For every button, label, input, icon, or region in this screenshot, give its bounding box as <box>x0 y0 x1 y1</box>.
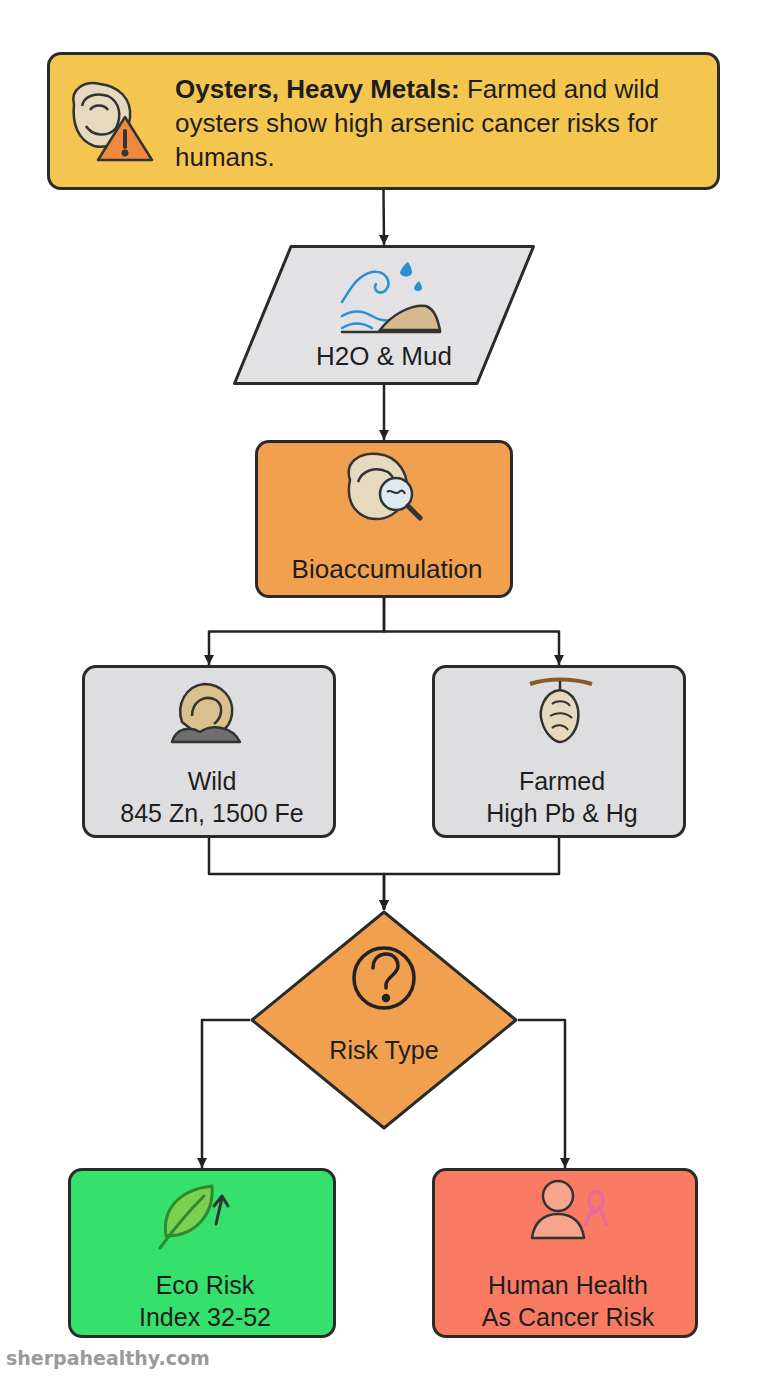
text-group: H2O & Mud <box>239 340 529 372</box>
node-heading: Eco Risk <box>77 1269 333 1301</box>
outcome-box: Eco RiskIndex 32-52 <box>68 1168 336 1338</box>
node-heading: Human Health <box>441 1269 695 1301</box>
flow-arrow <box>384 598 559 665</box>
outcome-box: Human HealthAs Cancer Risk <box>432 1168 698 1338</box>
shape-outline <box>235 247 534 384</box>
node-heading: Oysters, Heavy Metals: <box>175 74 460 104</box>
process-box: Bioaccumulation <box>255 440 513 598</box>
flow-arrow <box>209 838 384 910</box>
text-group: Oysters, Heavy Metals:Farmed and wild oy… <box>175 72 703 174</box>
input-parallelogram: H2O & Mud <box>233 245 535 385</box>
text-group: Eco RiskIndex 32-52 <box>77 1269 333 1333</box>
flow-arrow <box>382 190 385 245</box>
text-group: Bioaccumulation <box>264 553 510 585</box>
text-group: FarmedHigh Pb & Hg <box>441 765 683 829</box>
text-group: Wild845 Zn, 1500 Fe <box>91 765 333 829</box>
node-text: 845 Zn, 1500 Fe <box>91 797 333 829</box>
category-box: Wild845 Zn, 1500 Fe <box>82 665 336 838</box>
watermark: sherpahealthy.com <box>6 1347 210 1369</box>
flow-arrow <box>518 1020 565 1168</box>
text-group: Risk Type <box>256 1034 512 1066</box>
node-heading: Risk Type <box>256 1034 512 1066</box>
node-heading: Farmed <box>441 765 683 797</box>
node-text: As Cancer Risk <box>441 1301 695 1333</box>
shape-outline <box>252 912 516 1128</box>
node-heading: Wild <box>91 765 333 797</box>
node-text: High Pb & Hg <box>441 797 683 829</box>
node-heading: Bioaccumulation <box>264 553 510 585</box>
flow-arrow <box>209 598 384 665</box>
node-heading: H2O & Mud <box>239 340 529 372</box>
decision-diamond: Risk Type <box>250 910 518 1130</box>
diamond-shape <box>250 910 518 1130</box>
text-group: Human HealthAs Cancer Risk <box>441 1269 695 1333</box>
category-box: FarmedHigh Pb & Hg <box>432 665 686 838</box>
title-box: Oysters, Heavy Metals:Farmed and wild oy… <box>47 52 720 190</box>
flow-arrow <box>383 385 386 440</box>
node-text: Index 32-52 <box>77 1301 333 1333</box>
flow-arrow <box>202 1020 250 1168</box>
flow-arrow <box>384 838 559 910</box>
